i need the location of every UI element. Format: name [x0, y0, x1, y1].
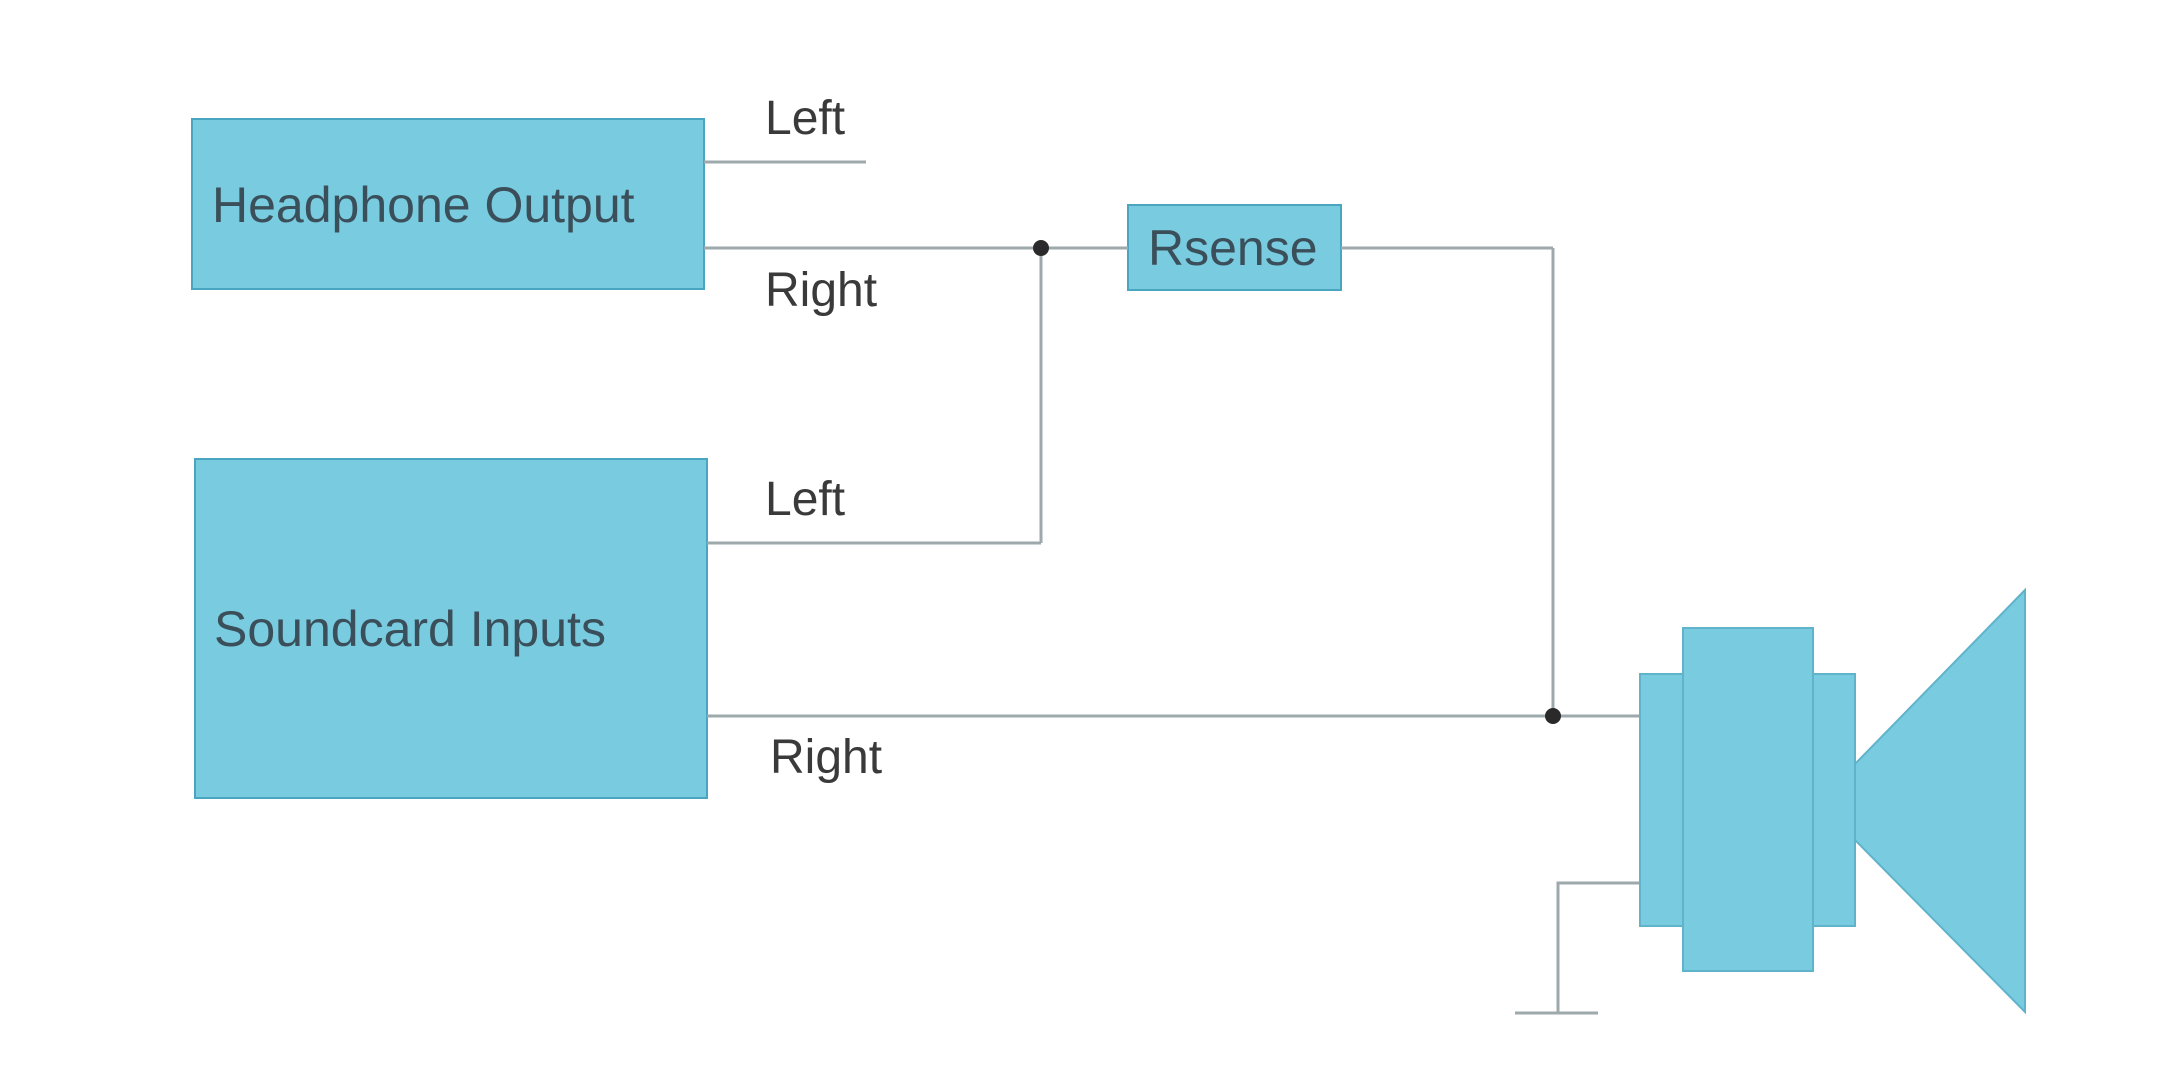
- headphone-right-junction-dot: [1033, 240, 1049, 256]
- soundcard-left-label: Left: [765, 473, 845, 526]
- headphone-output-label: Headphone Output: [212, 177, 635, 233]
- soundcard-inputs-label: Soundcard Inputs: [214, 601, 606, 657]
- speaker-input-junction-dot: [1545, 708, 1561, 724]
- headphone-left-label: Left: [765, 92, 845, 145]
- speaker-ground-wire: [1556, 881, 1640, 1013]
- headphone-output-block: [191, 118, 705, 290]
- rsense-resistor-block: [1127, 204, 1342, 291]
- headphone-right-label: Right: [765, 264, 877, 317]
- speaker-magnet: [1682, 627, 1814, 972]
- soundcard-inputs-block: [194, 458, 708, 799]
- rsense-label: Rsense: [1148, 220, 1318, 276]
- speaker-icon: [1639, 587, 2026, 1015]
- soundcard-right-label: Right: [770, 731, 882, 784]
- speaker-cone: [1854, 587, 2026, 1015]
